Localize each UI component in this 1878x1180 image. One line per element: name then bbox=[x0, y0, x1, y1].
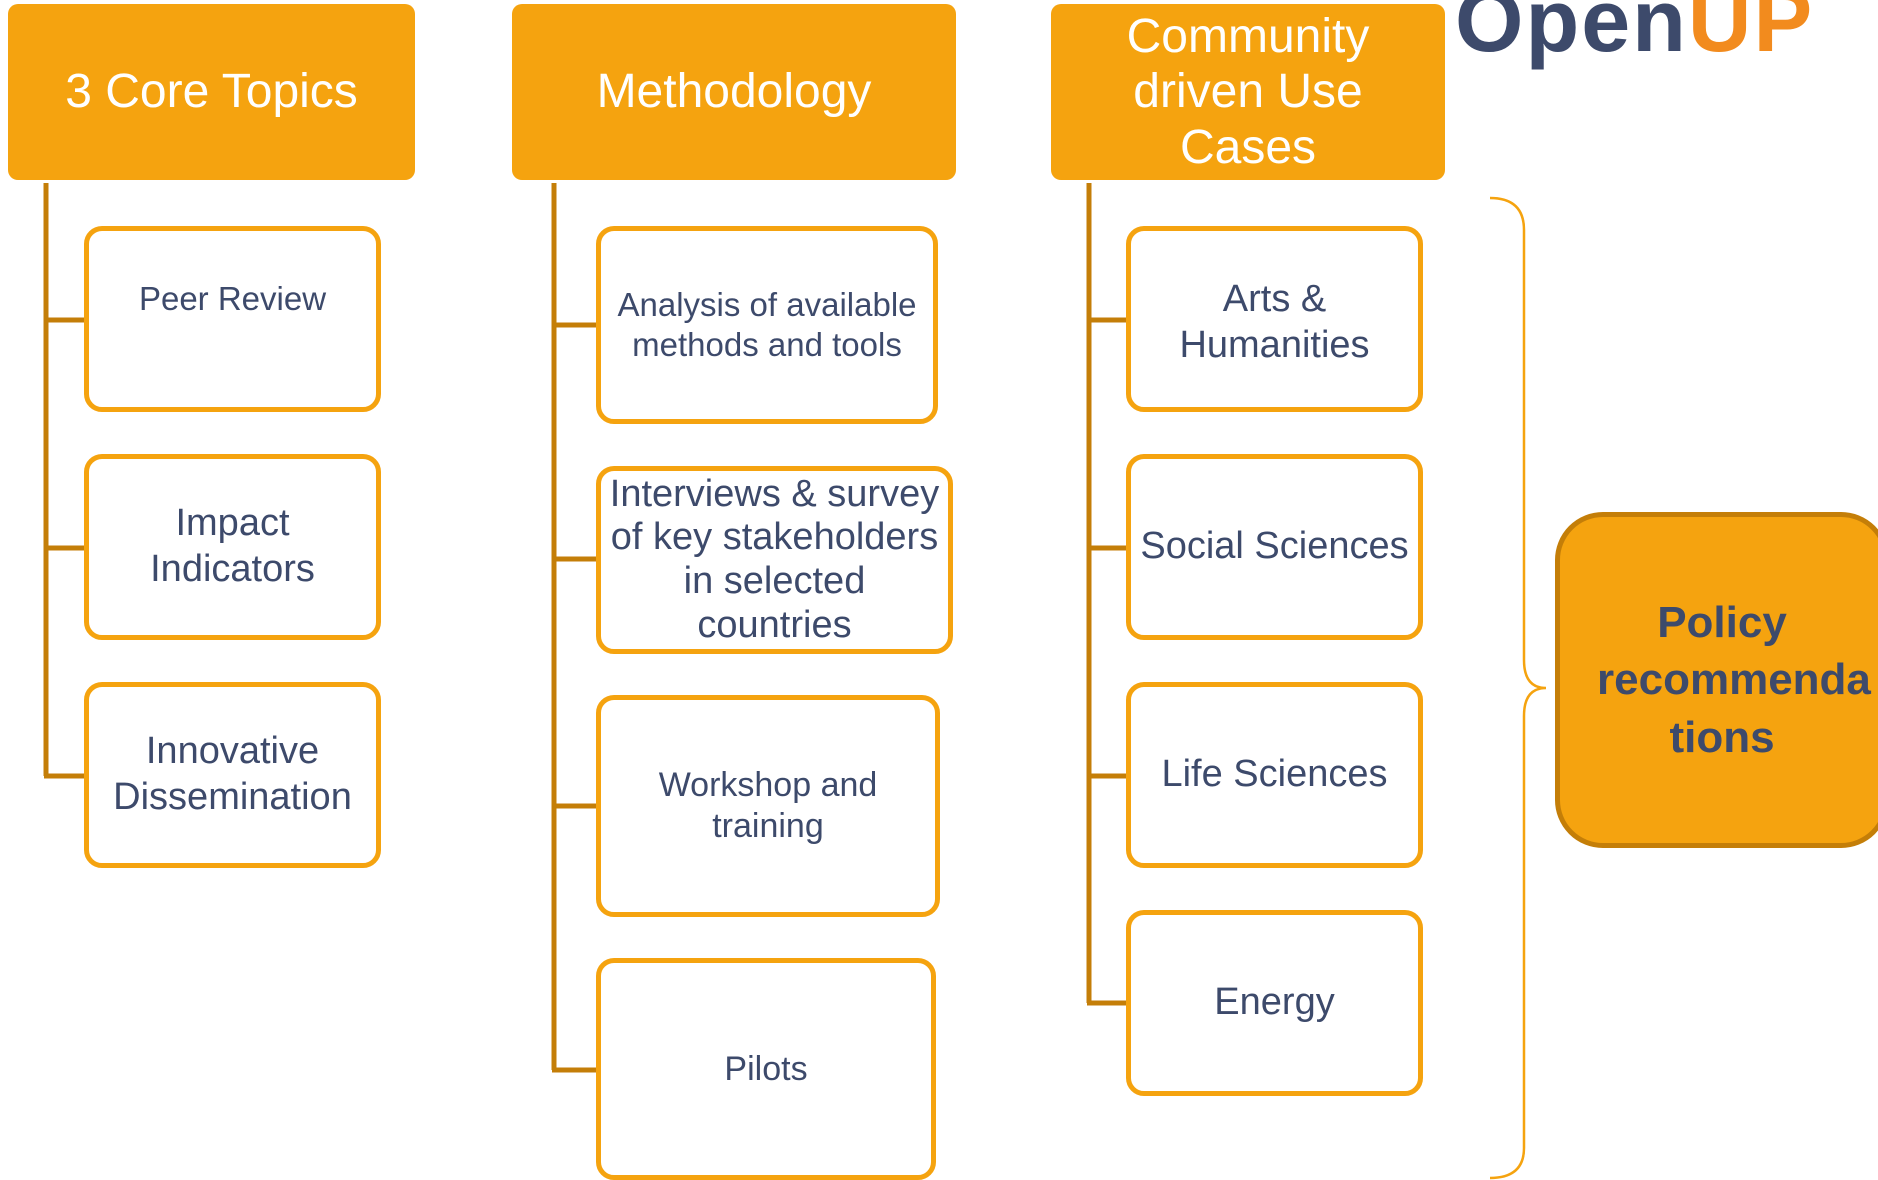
column-header-label: 3 Core Topics bbox=[65, 65, 358, 119]
grouping-brace bbox=[1489, 196, 1547, 1180]
box-label: Arts & Humanities bbox=[1179, 278, 1370, 366]
column-header-core-topics: 3 Core Topics bbox=[8, 4, 415, 180]
method-box-analysis: Analysis of available methods and tools bbox=[596, 226, 938, 424]
box-label: Impact Indicators bbox=[150, 502, 315, 590]
column-header-use-cases: Community driven Use Cases bbox=[1051, 4, 1445, 180]
box-label: Peer Review bbox=[138, 280, 327, 317]
topic-box-impact-indicators: Impact Indicators bbox=[84, 454, 381, 640]
topic-box-peer-review: Peer Review bbox=[84, 226, 381, 412]
box-label: Life Sciences bbox=[1161, 753, 1388, 796]
logo-accent: UP bbox=[1687, 0, 1815, 70]
logo-text: Open bbox=[1455, 0, 1688, 70]
usecase-box-arts-humanities: Arts & Humanities bbox=[1126, 226, 1423, 412]
method-box-workshop: Workshop and training bbox=[596, 695, 940, 917]
box-label: Energy bbox=[1214, 981, 1335, 1024]
box-label: Social Sciences bbox=[1140, 525, 1409, 568]
policy-recommendations-box: Policy recommenda tions bbox=[1555, 512, 1878, 848]
usecase-box-social-sciences: Social Sciences bbox=[1126, 454, 1423, 640]
method-box-interviews: Interviews & survey of key stakeholders … bbox=[596, 466, 953, 654]
policy-label: Policy recommenda tions bbox=[1597, 598, 1871, 762]
box-label: Pilots bbox=[724, 1049, 808, 1088]
box-label: Interviews & survey of key stakeholders … bbox=[609, 472, 940, 646]
box-label: Analysis of available methods and tools bbox=[617, 286, 917, 363]
usecase-box-energy: Energy bbox=[1126, 910, 1423, 1096]
topic-box-innovative-dissemination: Innovative Dissemination bbox=[84, 682, 381, 868]
usecase-box-life-sciences: Life Sciences bbox=[1126, 682, 1423, 868]
logo: OpenUP bbox=[1455, 0, 1814, 72]
column-header-label: Methodology bbox=[596, 65, 872, 119]
method-box-pilots: Pilots bbox=[596, 958, 936, 1180]
column-header-methodology: Methodology bbox=[512, 4, 956, 180]
box-label: Innovative Dissemination bbox=[113, 730, 352, 818]
box-label: Workshop and training bbox=[658, 766, 878, 845]
column-header-label: Community driven Use Cases bbox=[1126, 10, 1370, 174]
